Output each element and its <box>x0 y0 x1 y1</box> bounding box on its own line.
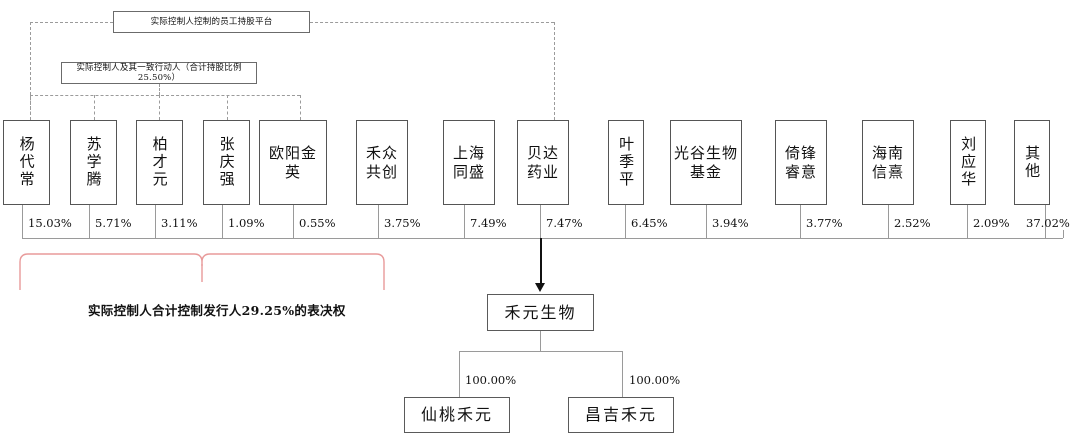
pct-label-8: 6.45% <box>631 216 668 230</box>
group-label-esop: 实际控制人控制的员工持股平台 <box>150 16 273 27</box>
control-brace <box>19 253 385 290</box>
pct-label-10: 3.77% <box>806 216 843 230</box>
shareholder-box-5[interactable]: 禾众共创 <box>356 120 408 205</box>
shareholder-box-4[interactable]: 欧阳金英 <box>259 120 327 205</box>
subsidiary-name-1: 昌吉禾元 <box>584 405 657 425</box>
drop-line-12 <box>967 205 968 238</box>
drop-line-0 <box>22 205 23 238</box>
shareholder-box-12[interactable]: 刘应华 <box>950 120 986 205</box>
shareholder-box-1[interactable]: 苏学腾 <box>70 120 117 205</box>
shareholder-box-11[interactable]: 海南信熹 <box>862 120 914 205</box>
actual-drop-5 <box>300 95 301 120</box>
pct-label-4: 0.55% <box>299 216 336 230</box>
pct-label-2: 3.11% <box>161 216 198 230</box>
drop-line-5 <box>378 205 379 238</box>
subsidiary-spread <box>459 351 622 352</box>
issuer-arrow-head <box>535 283 545 292</box>
shareholder-box-3[interactable]: 张庆强 <box>203 120 250 205</box>
drop-line-6 <box>464 205 465 238</box>
actual-drop-1 <box>30 95 31 120</box>
pct-label-11: 2.52% <box>894 216 931 230</box>
actual-stem <box>159 84 160 95</box>
actual-drop-3 <box>159 95 160 120</box>
shareholder-name-12: 刘应华 <box>959 136 978 189</box>
pct-label-6: 7.49% <box>470 216 507 230</box>
drop-line-11 <box>888 205 889 238</box>
shareholder-name-1: 苏学腾 <box>84 136 103 189</box>
pct-label-7: 7.47% <box>546 216 583 230</box>
subsidiary-name-0: 仙桃禾元 <box>420 405 493 425</box>
issuer-arrow-stem <box>540 238 542 283</box>
shareholder-box-13[interactable]: 其他 <box>1014 120 1050 205</box>
issuer-stem <box>540 331 541 351</box>
group-box-esop: 实际控制人控制的员工持股平台 <box>113 11 310 33</box>
shareholder-name-0: 杨代常 <box>17 136 36 189</box>
group-label-actual-controller: 实际控制人及其一致行动人（合计持股比例25.50%） <box>76 62 242 83</box>
issuer-box[interactable]: 禾元生物 <box>487 294 594 331</box>
drop-line-8 <box>625 205 626 238</box>
drop-line-1 <box>89 205 90 238</box>
shareholder-box-0[interactable]: 杨代常 <box>3 120 50 205</box>
pct-label-12: 2.09% <box>973 216 1010 230</box>
subsidiary-pct-0: 100.00% <box>465 373 517 387</box>
shareholder-name-7: 贝达药业 <box>526 144 559 181</box>
subsidiary-drop-0 <box>459 351 460 397</box>
subsidiary-pct-1: 100.00% <box>629 373 681 387</box>
shareholder-name-2: 柏才元 <box>150 136 169 189</box>
drop-line-3 <box>222 205 223 238</box>
shareholder-name-5: 禾众共创 <box>365 144 398 181</box>
pct-label-0: 15.03% <box>28 216 72 230</box>
drop-line-2 <box>155 205 156 238</box>
shareholder-name-11: 海南信熹 <box>871 144 904 181</box>
shareholder-name-9: 光谷生物基金 <box>674 144 739 181</box>
shareholder-bus-line <box>22 238 1063 239</box>
drop-line-10 <box>800 205 801 238</box>
drop-line-7 <box>540 205 541 238</box>
shareholder-name-13: 其他 <box>1023 145 1042 180</box>
actual-drop-2 <box>94 95 95 120</box>
esop-dash-left <box>30 22 113 23</box>
drop-line-4 <box>293 205 294 238</box>
control-note: 实际控制人合计控制发行人29.25%的表决权 <box>88 300 346 319</box>
esop-dash-right <box>310 22 554 23</box>
control-note-text: 实际控制人合计控制发行人29.25%的表决权 <box>88 303 346 318</box>
shareholder-box-7[interactable]: 贝达药业 <box>517 120 569 205</box>
shareholder-name-3: 张庆强 <box>217 136 236 189</box>
issuer-name: 禾元生物 <box>504 302 577 322</box>
esop-drop-right <box>554 22 555 120</box>
group-box-actual-controller: 实际控制人及其一致行动人（合计持股比例25.50%） <box>61 62 257 84</box>
pct-label-3: 1.09% <box>228 216 265 230</box>
actual-drop-4 <box>227 95 228 120</box>
shareholder-box-6[interactable]: 上海同盛 <box>443 120 495 205</box>
actual-spread <box>30 95 300 96</box>
shareholder-box-10[interactable]: 倚锋睿意 <box>775 120 827 205</box>
pct-label-13: 37.02% <box>1026 216 1070 230</box>
shareholder-box-8[interactable]: 叶季平 <box>608 120 644 205</box>
pct-label-5: 3.75% <box>384 216 421 230</box>
shareholder-name-4: 欧阳金英 <box>268 144 317 181</box>
subsidiary-drop-1 <box>622 351 623 397</box>
subsidiary-box-0[interactable]: 仙桃禾元 <box>404 397 510 433</box>
shareholder-box-9[interactable]: 光谷生物基金 <box>670 120 742 205</box>
pct-label-9: 3.94% <box>712 216 749 230</box>
drop-line-9 <box>706 205 707 238</box>
shareholder-box-2[interactable]: 柏才元 <box>136 120 183 205</box>
esop-drop-left <box>30 22 31 120</box>
shareholder-name-6: 上海同盛 <box>452 144 485 181</box>
subsidiary-box-1[interactable]: 昌吉禾元 <box>568 397 674 433</box>
pct-label-1: 5.71% <box>95 216 132 230</box>
drop-line-13 <box>1045 205 1046 238</box>
shareholder-name-10: 倚锋睿意 <box>784 144 817 181</box>
bus-end-right <box>1063 230 1064 238</box>
shareholder-name-8: 叶季平 <box>617 136 636 189</box>
